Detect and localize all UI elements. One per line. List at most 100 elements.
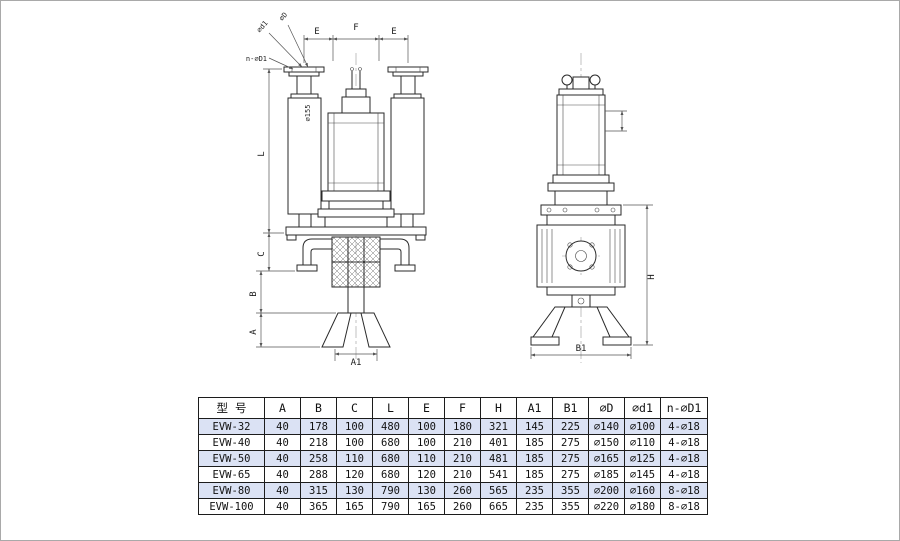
spec-value-cell: ∅110 <box>624 434 661 451</box>
spec-value-cell: 185 <box>516 434 553 451</box>
spec-value-cell: 218 <box>300 434 337 451</box>
spec-value-cell: ∅140 <box>588 418 625 435</box>
right-elbow <box>380 238 416 272</box>
spec-value-cell: 100 <box>336 418 373 435</box>
cable-end-icon <box>350 67 354 71</box>
left-muffler <box>287 93 322 228</box>
spec-column-header: E <box>408 397 445 419</box>
spec-column-header: B1 <box>552 397 589 419</box>
spec-value-cell: 225 <box>552 418 589 435</box>
spec-value-cell: 258 <box>300 450 337 467</box>
spec-value-cell: 100 <box>408 434 445 451</box>
spec-value-cell: ∅185 <box>588 466 625 483</box>
spec-value-cell: 355 <box>552 482 589 499</box>
spec-column-header: n-∅D1 <box>660 397 708 419</box>
spec-value-cell: 210 <box>444 450 481 467</box>
right-muffler <box>390 93 425 228</box>
technical-drawing: E F E ∅d1 ∅D n-∅D1 ∅155 L C B A <box>246 11 657 368</box>
spec-value-cell: 665 <box>480 498 517 515</box>
spec-value-cell: 100 <box>408 418 445 435</box>
spec-value-cell: 40 <box>264 418 301 435</box>
model-cell: EVW-50 <box>198 450 265 467</box>
spec-value-cell: 275 <box>552 466 589 483</box>
spec-value-cell: 260 <box>444 498 481 515</box>
dim-label-e-left: E <box>314 27 319 37</box>
base-front <box>321 286 391 348</box>
dim-label-a1: A1 <box>351 358 362 368</box>
pump-body-side <box>536 224 626 288</box>
pump-body-front <box>331 236 381 288</box>
spec-column-header: F <box>444 397 481 419</box>
spec-value-cell: 680 <box>372 466 409 483</box>
base-side <box>530 286 632 346</box>
left-elbow <box>296 238 332 272</box>
bolted-flange-side <box>540 204 622 226</box>
spec-value-cell: ∅145 <box>624 466 661 483</box>
spec-value-cell: 210 <box>444 434 481 451</box>
dim-label-e-right: E <box>391 27 396 37</box>
dim-label-phi-d1: ∅d1 <box>255 19 269 34</box>
spec-value-cell: 40 <box>264 434 301 451</box>
model-cell: EVW-80 <box>198 482 265 499</box>
spec-value-cell: 260 <box>444 482 481 499</box>
spec-value-cell: 210 <box>444 466 481 483</box>
spec-value-cell: 680 <box>372 450 409 467</box>
spec-column-header: ∅d1 <box>624 397 661 419</box>
spec-column-header: 型 号 <box>198 397 265 419</box>
spec-value-cell: 235 <box>516 498 553 515</box>
spec-value-cell: 130 <box>408 482 445 499</box>
spec-value-cell: 315 <box>300 482 337 499</box>
spec-value-cell: 275 <box>552 434 589 451</box>
dim-label-b1: B1 <box>576 344 587 354</box>
spec-value-cell: ∅150 <box>588 434 625 451</box>
model-cell: EVW-40 <box>198 434 265 451</box>
cable-end-icon <box>358 67 362 71</box>
flange-stack-front <box>317 190 395 228</box>
spec-value-cell: 481 <box>480 450 517 467</box>
front-view <box>283 53 429 363</box>
spec-value-cell: 110 <box>336 450 373 467</box>
bearing-circle <box>565 240 597 272</box>
spec-value-cell: ∅220 <box>588 498 625 515</box>
spec-value-cell: ∅180 <box>624 498 661 515</box>
dim-label-phi-D: ∅D <box>278 11 290 23</box>
spec-column-header: A1 <box>516 397 553 419</box>
spec-column-header: A <box>264 397 301 419</box>
spec-value-cell: 165 <box>336 498 373 515</box>
spec-value-cell: 480 <box>372 418 409 435</box>
spec-value-cell: 4-∅18 <box>660 418 708 435</box>
left-top-flange <box>283 66 325 99</box>
spec-value-cell: 180 <box>444 418 481 435</box>
spec-value-cell: 4-∅18 <box>660 450 708 467</box>
spec-value-cell: 790 <box>372 498 409 515</box>
eyebolt-icon <box>561 74 573 86</box>
right-top-flange <box>387 66 429 99</box>
dim-label-b: B <box>249 291 259 296</box>
spec-value-cell: 120 <box>408 466 445 483</box>
spec-value-cell: ∅160 <box>624 482 661 499</box>
spec-value-cell: 321 <box>480 418 517 435</box>
drain-plug-icon <box>577 297 585 305</box>
spec-column-header: ∅D <box>588 397 625 419</box>
adapter-side <box>547 174 615 206</box>
spec-value-cell: ∅100 <box>624 418 661 435</box>
mounting-plate <box>285 226 427 241</box>
spec-value-cell: 8-∅18 <box>660 482 708 499</box>
spec-value-cell: 365 <box>300 498 337 515</box>
spec-value-cell: 790 <box>372 482 409 499</box>
motor-side-leader <box>605 110 627 132</box>
motor-front <box>327 67 385 192</box>
spec-value-cell: 120 <box>336 466 373 483</box>
spec-value-cell: 235 <box>516 482 553 499</box>
spec-value-cell: 165 <box>408 498 445 515</box>
side-dimensions: H B1 <box>530 204 657 359</box>
model-cell: EVW-65 <box>198 466 265 483</box>
spec-value-cell: 110 <box>408 450 445 467</box>
spec-value-cell: 40 <box>264 450 301 467</box>
